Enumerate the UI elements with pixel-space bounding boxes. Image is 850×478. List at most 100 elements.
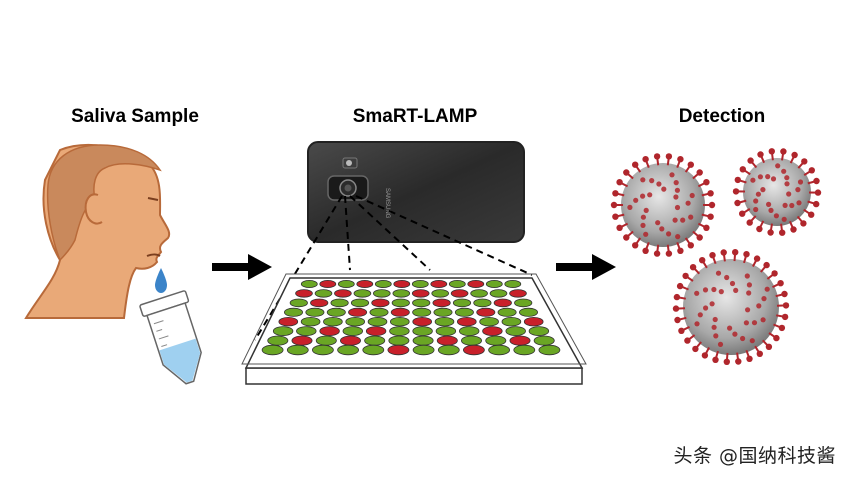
well-red — [291, 335, 313, 346]
virus-surface-spike — [766, 201, 772, 207]
virus-spike — [790, 226, 797, 233]
virus-body — [683, 259, 779, 355]
well-green — [431, 289, 450, 298]
virus-surface-spike — [744, 273, 750, 279]
virus-surface-spike — [724, 274, 730, 281]
virus-surface-spike — [661, 186, 667, 192]
well-red — [509, 335, 531, 346]
virus-surface-spike — [689, 192, 695, 199]
virus-surface-spike — [756, 303, 762, 309]
virus-surface-spike — [781, 168, 787, 174]
well-red — [493, 298, 512, 308]
virus-spike — [813, 200, 820, 208]
virus-surface-spike — [640, 214, 647, 220]
well-red — [390, 307, 410, 317]
well-green — [272, 326, 294, 337]
virus-spike — [632, 242, 639, 249]
virus-spike — [665, 153, 673, 160]
virus-surface-spike — [753, 206, 759, 213]
virus-spike — [678, 327, 685, 334]
virus-surface-spike — [666, 231, 672, 237]
saliva-sample-label: Saliva Sample — [71, 106, 199, 127]
virus-spike — [757, 151, 764, 158]
well-green — [326, 307, 346, 317]
well-red — [356, 279, 374, 288]
well-green — [412, 335, 434, 346]
well-green — [369, 307, 389, 317]
well-green — [300, 317, 321, 327]
virus-spike — [687, 242, 694, 249]
virus-spike — [773, 334, 780, 342]
virus-surface-spike — [694, 290, 700, 296]
well-red — [310, 298, 329, 308]
virus-spike — [723, 358, 730, 365]
well-green — [286, 344, 309, 356]
virus-particle — [732, 148, 822, 236]
person-mouth — [146, 253, 161, 257]
well-red — [411, 289, 430, 298]
well-red — [476, 307, 496, 317]
virus-spike — [703, 179, 710, 186]
well-red — [482, 326, 503, 337]
virus-spike — [612, 213, 619, 220]
well-green — [497, 307, 517, 317]
well-green — [372, 289, 391, 298]
virus-surface-spike — [789, 202, 795, 209]
well-green — [433, 307, 453, 317]
virus-spike — [642, 156, 649, 163]
smartphone: SAMSUNG — [307, 141, 525, 243]
watermark: 头条 @国纳科技酱 — [673, 445, 836, 467]
virus-spike — [684, 337, 691, 344]
virus-spike — [763, 261, 770, 269]
well-red — [319, 326, 340, 337]
virus-surface-spike — [627, 204, 633, 210]
virus-particle — [672, 249, 790, 365]
well-green — [342, 326, 364, 337]
virus-spike — [743, 251, 750, 258]
person-head — [24, 144, 171, 319]
virus-spike — [642, 247, 649, 254]
well-green — [514, 298, 533, 308]
well-green — [485, 279, 503, 288]
virus-surface-spike — [753, 198, 759, 204]
well-green — [452, 298, 472, 308]
virus-surface-spike — [717, 341, 724, 347]
well-green — [388, 335, 410, 346]
well-green — [305, 307, 325, 317]
well-red — [412, 317, 433, 327]
well-green — [459, 326, 480, 337]
virus-spike — [623, 234, 630, 241]
well-red — [450, 289, 469, 298]
well-green — [412, 307, 432, 317]
virus-surface-spike — [749, 338, 755, 344]
well-red — [456, 317, 477, 327]
phone-brand: SAMSUNG — [384, 188, 390, 219]
virus-spike — [734, 176, 741, 184]
arrow-1 — [212, 254, 272, 280]
virus-surface-spike — [755, 191, 762, 197]
virus-body — [621, 163, 705, 247]
person-ear — [84, 193, 103, 225]
well-green — [367, 317, 388, 327]
virus-spike — [653, 250, 661, 257]
virus-spike — [673, 293, 681, 301]
virus-spike — [623, 169, 630, 176]
well-green — [504, 279, 522, 288]
virus-spike — [753, 255, 761, 262]
virus-spike — [746, 219, 753, 226]
well-green — [289, 298, 308, 308]
virus-surface-spike — [659, 226, 665, 232]
virus-spike — [682, 272, 689, 280]
well-green — [315, 335, 337, 346]
well-red — [295, 289, 313, 298]
virus-spike — [707, 213, 714, 220]
phone-sensor — [342, 157, 358, 169]
virus-spike — [756, 225, 763, 233]
virus-surface-spike — [761, 296, 767, 302]
well-green — [345, 317, 366, 327]
well-green — [411, 279, 429, 288]
well-green — [448, 279, 466, 288]
well-green — [519, 307, 539, 317]
virus-spike — [708, 201, 716, 209]
